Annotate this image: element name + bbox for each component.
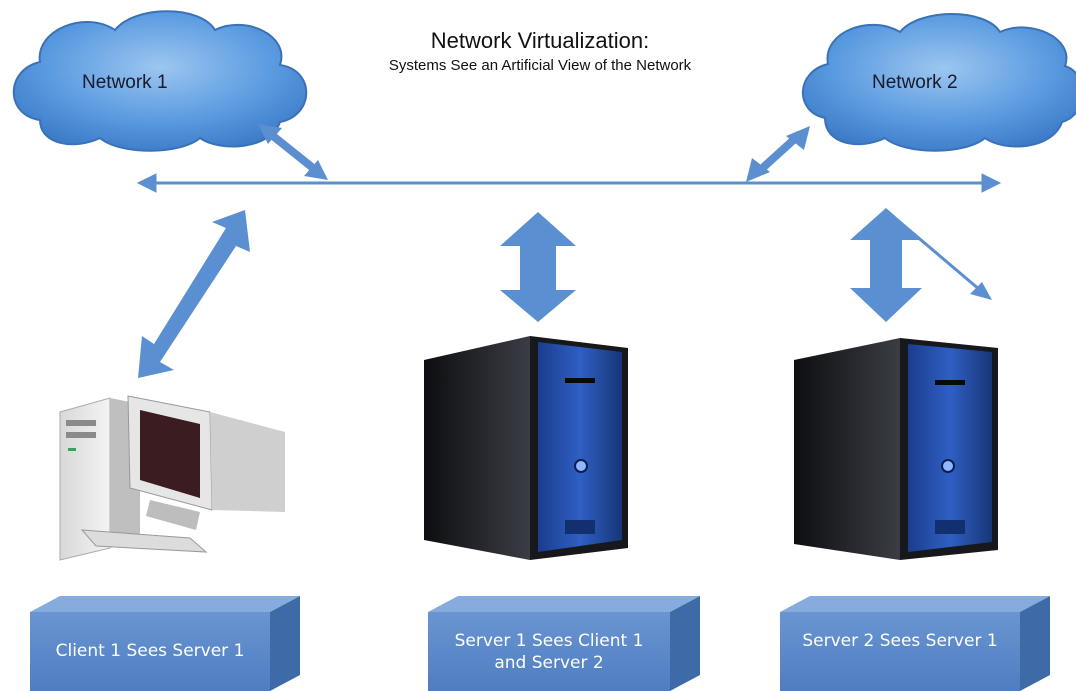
arrow-network2-to-bus [746,126,810,182]
server-tower-icon [424,336,628,560]
arrow-bus-to-right [887,210,992,300]
network-2-label: Network 2 [872,72,958,93]
network-1-label: Network 1 [82,72,168,93]
box-server-2 [780,596,1050,691]
box-server-1 [428,596,700,691]
network-bus-line [136,173,1002,193]
box-server-2-label: Server 2 Sees Server 1 [802,631,998,651]
diagram-subtitle: Systems See an Artificial View of the Ne… [388,57,692,74]
arrow-client-to-bus [138,210,250,378]
arrow-server2-to-bus [850,208,922,322]
server-tower-icon [794,338,998,560]
network-1-cloud [12,10,308,152]
box-client-1-label: Client 1 Sees Server 1 [55,641,245,661]
diagram-title-block: Network Virtualization: Systems See an A… [330,28,750,76]
box-client-1 [30,596,300,691]
box-server-1-label: Server 1 Sees Client 1 and Server 2 [454,631,644,673]
arrow-network1-to-bus [258,124,328,180]
network-2-cloud [801,13,1076,152]
diagram-title: Network Virtualization: [430,28,650,53]
desktop-computer-icon [59,395,285,561]
arrow-server1-to-bus [500,212,576,322]
